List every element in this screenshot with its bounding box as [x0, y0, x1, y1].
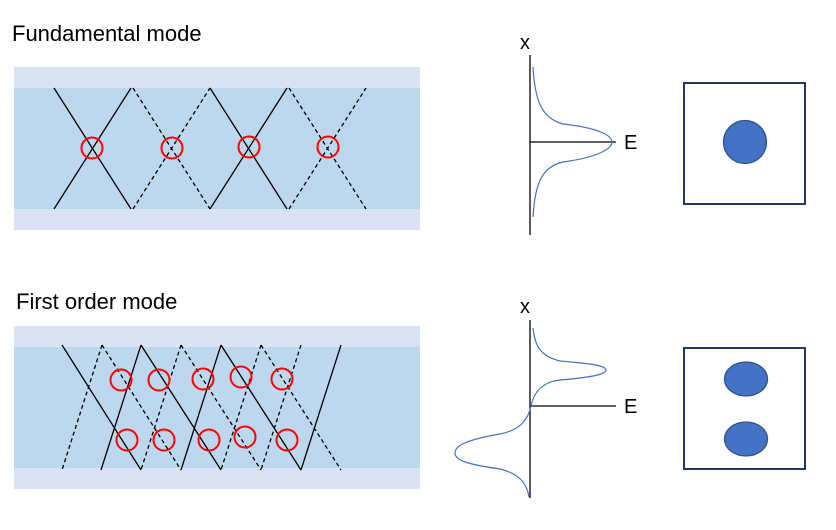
crossing-marker — [275, 428, 299, 452]
ray-dashed — [132, 87, 211, 210]
crossing-marker — [160, 136, 184, 160]
fundamental-e-axis-label: E — [624, 132, 638, 154]
ray-solid — [209, 87, 288, 210]
ray-dashed — [260, 344, 342, 471]
fundamental-core — [14, 88, 420, 209]
first-order-cross-section — [683, 347, 806, 470]
fundamental-cross-section-box — [683, 82, 806, 205]
ray-dashed — [180, 344, 262, 471]
first-order-mode-title: First order mode — [16, 289, 178, 314]
first-order-mode-spot-top — [723, 361, 769, 397]
fundamental-field-curve — [532, 66, 613, 218]
first-order-field-plot — [454, 320, 616, 498]
fundamental-cross-section — [683, 82, 806, 205]
crossing-marker — [270, 367, 294, 391]
crossing-marker — [229, 365, 253, 389]
ray-solid — [180, 344, 222, 471]
ray-dashed — [220, 344, 262, 471]
ray-dashed — [101, 344, 182, 471]
crossing-marker — [237, 135, 261, 159]
fundamental-rays — [53, 87, 367, 210]
ray-solid — [220, 344, 302, 471]
ray-solid — [140, 344, 222, 471]
ray-dashed — [140, 344, 182, 471]
ray-solid — [300, 344, 342, 471]
first-order-cross-section-box — [683, 347, 806, 470]
ray-dashed — [288, 87, 367, 210]
fundamental-x-axis-label: x — [520, 32, 530, 54]
crossing-marker — [152, 428, 176, 452]
crossing-marker — [147, 368, 171, 392]
ray-solid — [53, 87, 132, 210]
fundamental-waveguide — [14, 67, 420, 230]
crossing-marker — [197, 428, 221, 452]
crossing-marker — [80, 136, 104, 160]
crossing-marker — [316, 135, 340, 159]
crossing-marker — [233, 425, 257, 449]
first-order-crossing-markers — [109, 365, 299, 452]
ray-dashed — [61, 344, 103, 471]
first-order-x-axis-label: x — [520, 296, 530, 318]
first-order-rays — [61, 344, 342, 471]
first-order-e-axis-label: E — [624, 396, 638, 418]
fundamental-mode-title: Fundamental mode — [12, 21, 202, 46]
fundamental-field-plot — [529, 55, 616, 235]
fundamental-crossing-markers — [80, 135, 340, 160]
fundamental-mode-spot — [722, 119, 768, 165]
ray-solid — [100, 344, 142, 471]
crossing-marker — [191, 367, 215, 391]
ray-solid — [61, 344, 142, 471]
first-order-field-curve — [454, 327, 607, 498]
crossing-marker — [109, 368, 133, 392]
ray-dashed — [260, 344, 302, 471]
crossing-marker — [115, 428, 139, 452]
first-order-mode-spot-bottom — [723, 421, 769, 457]
